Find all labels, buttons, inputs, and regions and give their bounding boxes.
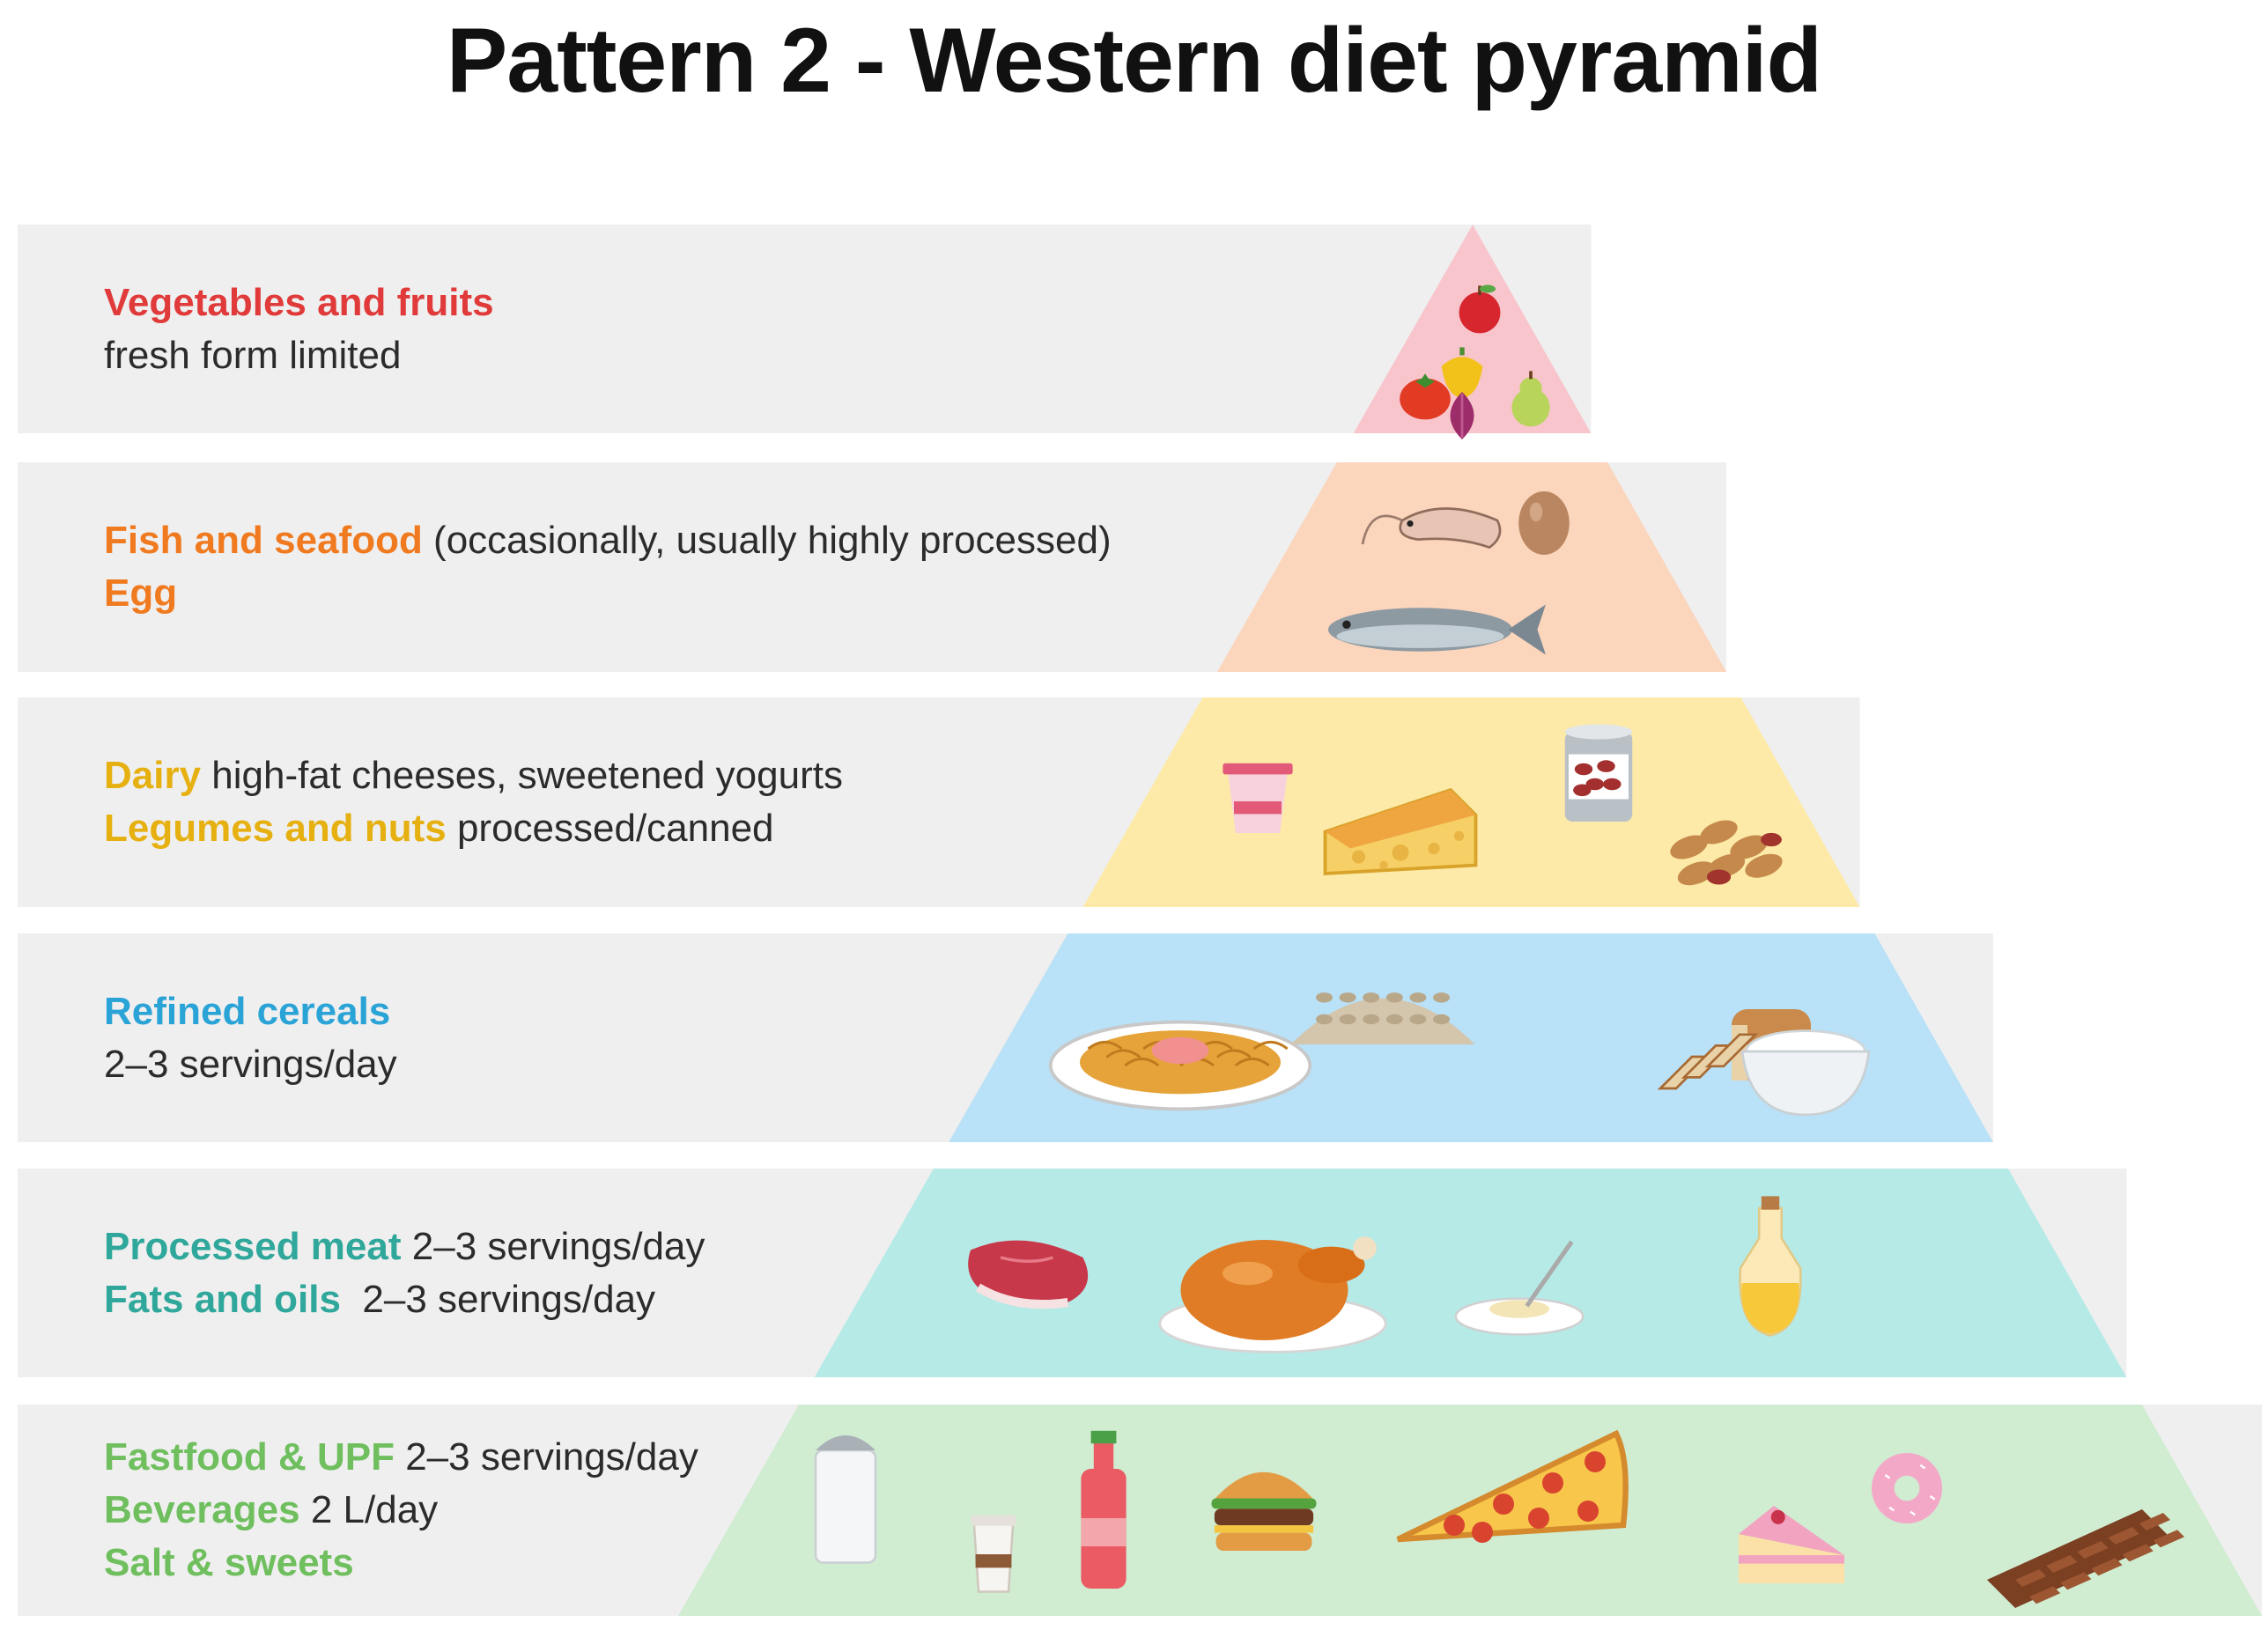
roast-chicken-icon [1158,1236,1387,1353]
tier-2 [18,462,1727,672]
tier-4 [18,933,1993,1142]
food-group-name: Dairy [104,754,202,797]
food-group-name: Egg [104,572,178,615]
food-group-note: 2–3 servings/day [340,1277,656,1321]
steak-icon [968,1240,1089,1309]
onion-icon [1450,392,1474,439]
soda-bottle-icon [1081,1430,1127,1589]
apple-icon [1459,284,1501,334]
butter-dish-icon [1454,1240,1585,1336]
tomato-icon [1400,373,1451,420]
food-group-note: 2–3 servings/day [401,1224,706,1268]
tier-1-label: Vegetables and fruits fresh form limited [104,277,494,382]
pasta-plate-icon [1048,1020,1312,1111]
food-group-name: Fish and seafood [104,519,423,562]
pear-icon [1511,371,1550,427]
tier-label-line: Legumes and nuts processed/canned [104,802,843,855]
tier-3 [18,697,1860,907]
food-group-name: Refined cereals [104,989,391,1033]
cheese-icon [1323,787,1478,876]
tier-label-line: Fats and oils 2–3 servings/day [104,1273,705,1326]
tier-2-label: Fish and seafood (occasionally, usually … [104,514,1112,620]
rice-bowl-icon [1740,1029,1871,1117]
burger-icon [1211,1471,1317,1551]
salt-shaker-icon [814,1435,877,1564]
egg-icon [1518,491,1570,555]
tier-label-line: fresh form limited [104,329,494,382]
tier-label-line: Vegetables and fruits [104,277,494,329]
tier-5 [18,1169,2127,1377]
tier-label-line: Processed meat 2–3 servings/day [104,1221,705,1273]
tier-1-label-band [18,225,1592,433]
coffee-cup-icon [971,1515,1016,1593]
food-group-note: 2–3 servings/day [394,1435,698,1479]
pepper-icon [1441,347,1483,398]
food-group-note: 2–3 servings/day [104,1042,397,1086]
tier-label-line: Fastfood & UPF 2–3 servings/day [104,1431,698,1484]
chocolate-bar-icon [1987,1509,2184,1608]
food-group-name: Vegetables and fruits [104,280,494,324]
cake-slice-icon [1739,1506,1844,1583]
tier-6 [18,1405,2262,1616]
tier-label-line: Dairy high-fat cheeses, sweetened yogurt… [104,749,843,802]
tier-3-label: Dairy high-fat cheeses, sweetened yogurt… [104,749,843,855]
food-group-name: Fastfood & UPF [104,1435,395,1479]
tier-label-line: Fish and seafood (occasionally, usually … [104,514,1112,567]
yogurt-icon [1223,763,1293,833]
tier-4-label: Refined cereals 2–3 servings/day [104,985,397,1091]
fish-icon [1328,604,1546,655]
tier-3-pyramid-section [1082,697,1860,907]
food-group-name: Fats and oils [104,1277,341,1321]
food-group-name: Salt & sweets [104,1541,354,1584]
pizza-slice-icon [1396,1429,1629,1543]
tier-label-line: Egg [104,567,1112,620]
donut-icon [1872,1453,1942,1523]
tier-1 [18,225,1592,439]
food-group-note: high-fat cheeses, sweetened yogurts [201,754,843,797]
canned-beans-icon [1564,724,1633,822]
tier-label-line: Salt & sweets [104,1537,698,1589]
oats-icon [1290,992,1475,1044]
tier-label-line: Beverages 2 L/day [104,1484,698,1537]
food-group-name: Beverages [104,1488,300,1531]
food-group-note: 2 L/day [299,1488,439,1531]
food-group-note: (occasionally, usually highly processed) [422,519,1112,562]
peanuts-icon [1670,820,1783,886]
page-title: Pattern 2 - Western diet pyramid [446,10,1822,112]
food-group-note: processed/canned [446,807,774,850]
tier-label-line: Refined cereals [104,985,397,1038]
food-group-name: Legumes and nuts [104,807,447,850]
shrimp-icon [1361,507,1502,549]
food-group-name: Processed meat [104,1224,402,1268]
food-group-note: fresh form limited [104,333,402,377]
oil-bottle-icon [1739,1196,1802,1337]
tier-5-pyramid-section [814,1169,2127,1377]
tier-label-line: 2–3 servings/day [104,1038,397,1091]
